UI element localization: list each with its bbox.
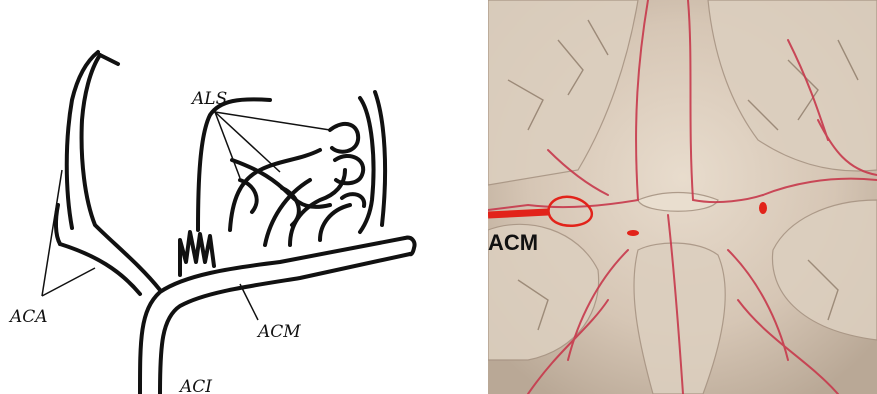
acm-highlight-line xyxy=(488,212,548,215)
als-curl-2 xyxy=(282,188,299,225)
als-vessel-e xyxy=(320,205,350,240)
aca-side-loop xyxy=(56,205,60,244)
als-vessel-f xyxy=(330,124,358,152)
acm-leader xyxy=(240,284,258,320)
aci-label: ACI xyxy=(178,377,212,394)
aca-vessel-outer xyxy=(60,244,140,294)
vessel-dot-2 xyxy=(759,202,767,214)
aca-leader-2 xyxy=(42,170,62,296)
arterial-schematic: ALS ACA ACM ACI xyxy=(0,0,480,394)
anatomical-photo: ACM xyxy=(488,0,877,394)
aca-vessel-inner xyxy=(82,55,160,290)
aca-leader-1 xyxy=(42,268,95,296)
line-diagram: ALS ACA ACM ACI xyxy=(0,0,480,394)
als-stem-1 xyxy=(180,232,214,275)
als-label: ALS xyxy=(190,89,227,109)
als-leader-3 xyxy=(215,112,240,178)
aca-label: ACA xyxy=(8,307,48,327)
als-vessel-g xyxy=(335,156,363,183)
acm-label: ACM xyxy=(256,322,301,342)
vessel-dot-1 xyxy=(627,230,639,236)
photo-acm-label: ACM xyxy=(488,230,538,255)
acm-tip xyxy=(405,238,415,255)
aca-branch-top xyxy=(100,55,118,64)
brain-base-photo: ACM xyxy=(488,0,877,394)
als-vessel-h xyxy=(342,194,364,206)
als-vessel-j xyxy=(375,92,385,225)
